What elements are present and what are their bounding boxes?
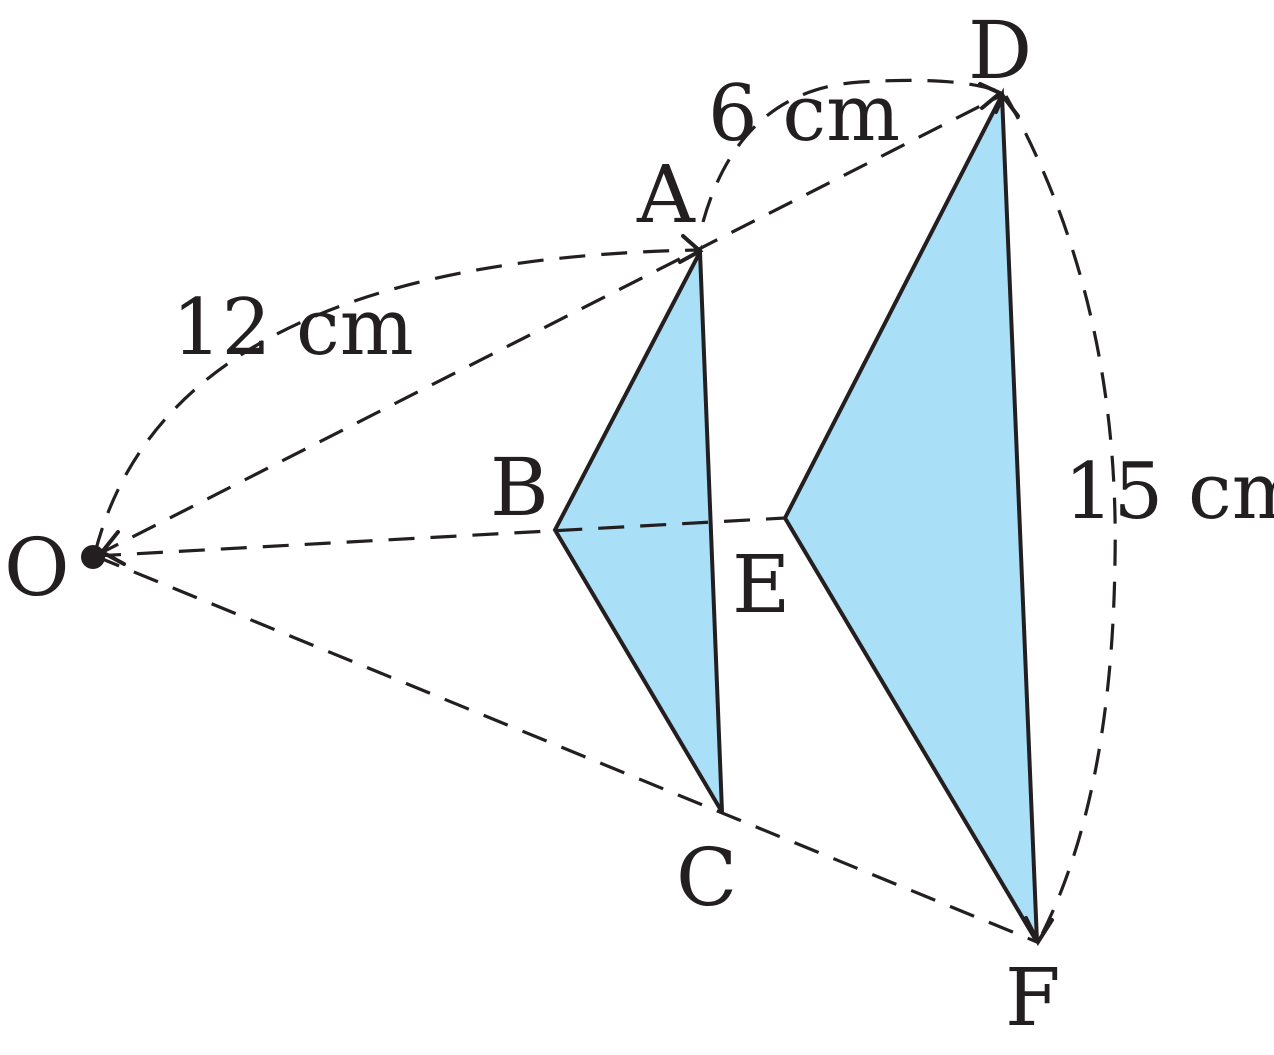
arc-df-15cm [1004, 95, 1117, 941]
measure-df: 15 cm [1064, 447, 1274, 537]
triangle-abc-fill [555, 252, 722, 812]
arrowhead-at-d-top [978, 82, 1004, 110]
label-b: B [490, 441, 549, 534]
ray-o-f [94, 554, 1038, 944]
label-f: F [1005, 951, 1061, 1044]
triangle-abc-outline [552, 244, 724, 814]
label-o: O [4, 521, 70, 614]
triangle-def-fill [785, 95, 1037, 942]
arc-ad-6cm [701, 78, 1001, 223]
label-a: A [636, 148, 696, 241]
label-c: C [676, 831, 737, 924]
measure-oa: 12 cm [172, 283, 414, 373]
center-point-o [81, 545, 105, 569]
triangle-def-outline [782, 87, 1039, 944]
label-e: E [732, 538, 790, 631]
arc-oa-12cm [93, 248, 699, 554]
ray-o-d [94, 93, 1003, 558]
ray-o-e [94, 516, 786, 558]
label-d: D [968, 4, 1032, 97]
measure-ad: 6 cm [708, 69, 900, 159]
